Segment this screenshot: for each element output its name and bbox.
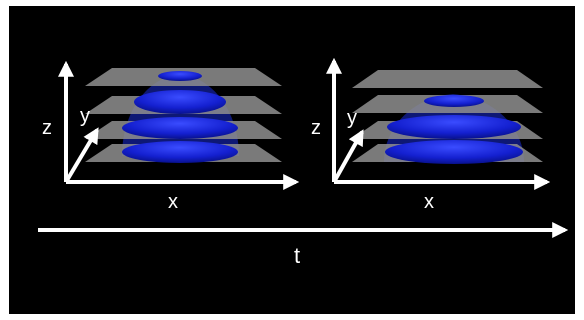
blob-slice-right-2 <box>387 115 521 139</box>
y-axis-label-right: y <box>347 107 357 129</box>
diagram-right: z y x <box>311 57 551 213</box>
z-axis-label-left: z <box>42 117 52 139</box>
y-axis-left <box>64 127 99 184</box>
x-axis-label-right: x <box>424 191 434 213</box>
blob-slice-right-3 <box>424 95 484 107</box>
diagram-left: z y x <box>42 60 300 213</box>
time-axis: t <box>38 222 569 268</box>
diagram-svg: z y x z y x <box>38 57 569 268</box>
time-axis-label: t <box>294 243 300 268</box>
z-axis-label-right: z <box>311 117 321 139</box>
diagram-panel: z y x z y x <box>9 6 575 314</box>
blob-slice-left-4 <box>158 71 202 81</box>
x-axis-label-left: x <box>168 191 178 213</box>
blob-slice-right-1 <box>385 140 523 164</box>
slice-plane-right-4 <box>352 70 543 88</box>
blob-slice-left-3 <box>134 90 226 114</box>
y-axis-right <box>332 129 364 183</box>
blob-slice-left-1 <box>122 141 238 163</box>
blob-slice-left-2 <box>122 117 238 139</box>
y-axis-label-left: y <box>80 105 90 127</box>
